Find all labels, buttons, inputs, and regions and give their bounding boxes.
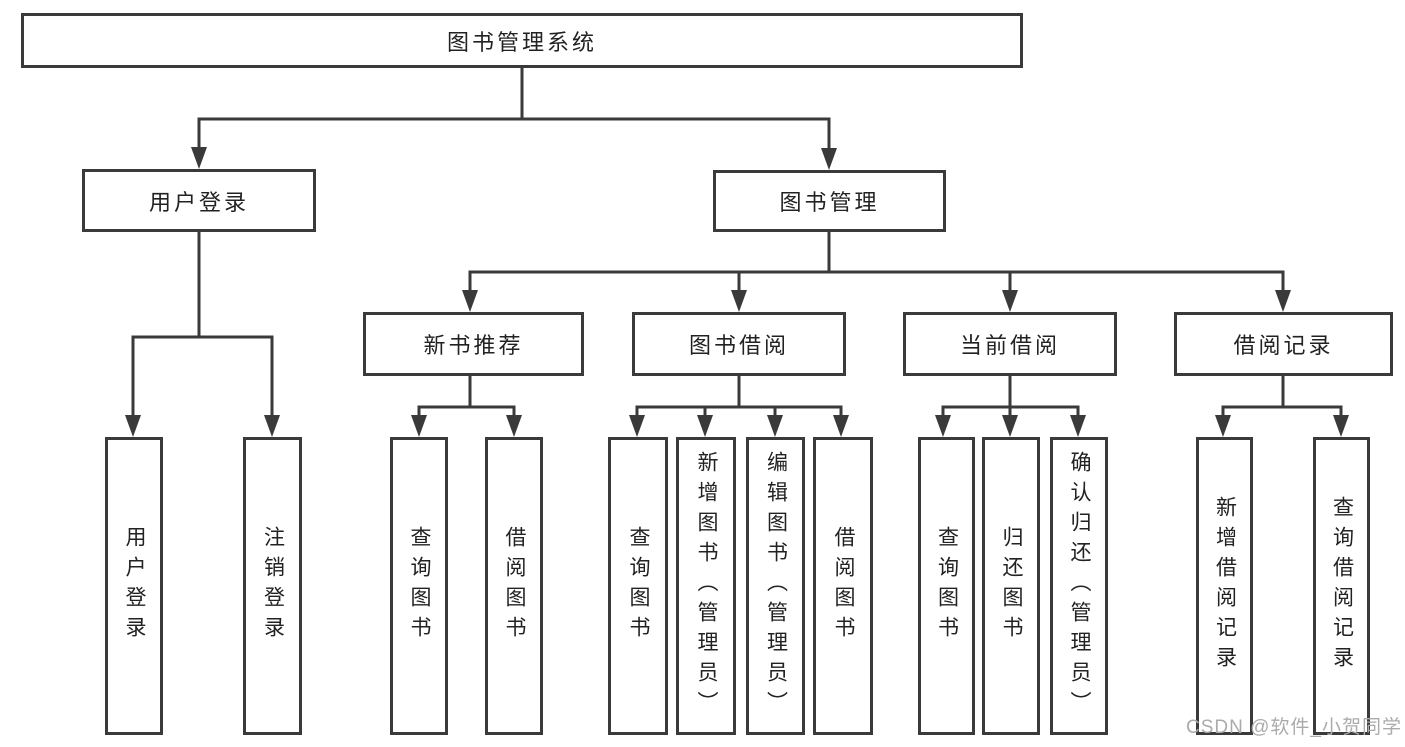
- leaf-bb-add-books-admin-label: 新增图书（管理员）: [695, 451, 718, 721]
- leaf-user-login-label: 用户登录: [123, 526, 146, 646]
- leaf-bb-borrow-books: 借阅图书: [813, 437, 873, 735]
- node-user-login-label: 用户登录: [148, 189, 249, 215]
- leaf-user-login: 用户登录: [105, 437, 163, 735]
- node-new-book-recommend-label: 新书推荐: [423, 333, 524, 358]
- leaf-bb-edit-books-admin-label: 编辑图书（管理员）: [764, 451, 788, 721]
- leaf-cb-return-books-label: 归还图书: [1000, 526, 1023, 646]
- leaf-bb-query-books: 查询图书: [608, 437, 668, 735]
- leaf-nbr-borrow-books: 借阅图书: [485, 437, 543, 735]
- leaf-cb-confirm-return-admin-label: 确认归还（管理员）: [1068, 451, 1091, 721]
- leaf-br-query-record-label: 查询借阅记录: [1330, 496, 1354, 676]
- leaf-nbr-query-books: 查询图书: [390, 437, 448, 735]
- node-borrowing-records-label: 借阅记录: [1233, 333, 1334, 358]
- node-book-borrowing: 图书借阅: [632, 312, 846, 376]
- node-current-borrowing-label: 当前借阅: [959, 333, 1060, 358]
- node-book-borrowing-label: 图书借阅: [688, 333, 789, 358]
- leaf-logout-login-label: 注销登录: [261, 526, 285, 646]
- node-book-management-label: 图书管理: [779, 190, 880, 215]
- leaf-bb-edit-books-admin: 编辑图书（管理员）: [746, 437, 805, 735]
- node-root: 图书管理系统: [21, 13, 1023, 68]
- watermark: CSDN @软件_小贺同学: [1186, 717, 1402, 738]
- leaf-br-add-record-label: 新增借阅记录: [1213, 496, 1237, 676]
- leaf-br-query-record: 查询借阅记录: [1313, 437, 1370, 735]
- leaf-logout-login: 注销登录: [243, 437, 302, 735]
- node-root-label: 图书管理系统: [446, 29, 597, 55]
- leaf-nbr-query-books-label: 查询图书: [408, 526, 431, 646]
- leaf-cb-query-books-label: 查询图书: [935, 526, 959, 646]
- leaf-bb-query-books-label: 查询图书: [627, 526, 650, 646]
- node-current-borrowing: 当前借阅: [903, 312, 1117, 376]
- node-book-management: 图书管理: [713, 170, 946, 232]
- leaf-bb-add-books-admin: 新增图书（管理员）: [676, 437, 736, 735]
- leaf-nbr-borrow-books-label: 借阅图书: [503, 526, 526, 646]
- node-user-login: 用户登录: [82, 169, 316, 232]
- node-borrowing-records: 借阅记录: [1174, 312, 1393, 376]
- leaf-cb-return-books: 归还图书: [982, 437, 1040, 735]
- leaf-br-add-record: 新增借阅记录: [1196, 437, 1253, 735]
- leaf-cb-confirm-return-admin: 确认归还（管理员）: [1050, 437, 1108, 735]
- node-new-book-recommend: 新书推荐: [363, 312, 584, 376]
- leaf-cb-query-books: 查询图书: [918, 437, 975, 735]
- leaf-bb-borrow-books-label: 借阅图书: [832, 526, 855, 646]
